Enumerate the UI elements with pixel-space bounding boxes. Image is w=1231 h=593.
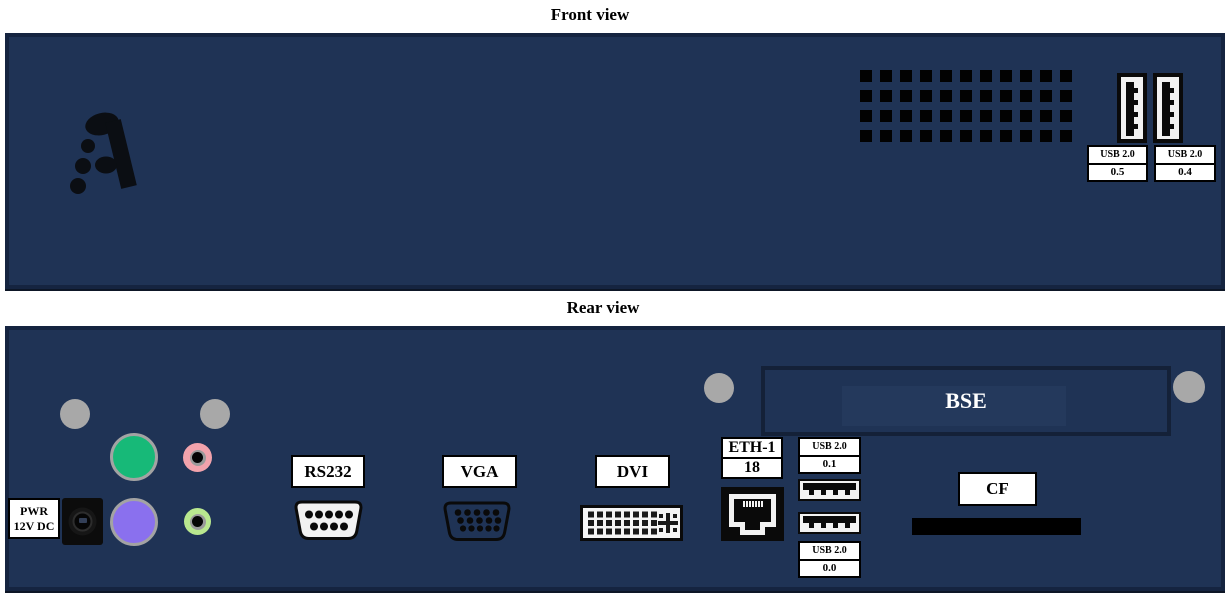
- vent-hole: [980, 70, 992, 82]
- eth-id-label: 18: [723, 457, 781, 477]
- vent-hole: [980, 110, 992, 122]
- power-label: PWR 12V DC: [8, 498, 60, 539]
- jack-hole: [192, 452, 203, 463]
- audio-jack-green-icon[interactable]: [110, 433, 158, 481]
- usb-type-label: USB 2.0: [1167, 149, 1203, 161]
- vent-hole: [880, 70, 892, 82]
- vent-hole: [940, 130, 952, 142]
- vent-hole: [920, 90, 932, 102]
- dvi-connector-icon[interactable]: [580, 505, 683, 541]
- vent-grid: [860, 70, 1072, 142]
- vent-hole: [980, 130, 992, 142]
- audio-jack-lime-icon[interactable]: [184, 508, 211, 535]
- vent-hole: [1020, 110, 1032, 122]
- usb-port-label[interactable]: USB 2.0 0.5: [1087, 145, 1148, 182]
- vent-hole: [880, 90, 892, 102]
- rj45-connector-icon[interactable]: [721, 487, 784, 541]
- vent-hole: [1020, 70, 1032, 82]
- usb-port-label[interactable]: USB 2.0 0.0: [798, 541, 861, 578]
- usb-port-icon[interactable]: [1117, 73, 1147, 143]
- vent-hole: [1060, 110, 1072, 122]
- power-jack-icon[interactable]: [62, 498, 103, 545]
- usb-port-icon[interactable]: [798, 479, 861, 501]
- power-label-line2: 12V DC: [13, 518, 55, 533]
- rear-view-title: Rear view: [566, 298, 640, 317]
- expansion-slot-label: BSE: [945, 388, 987, 413]
- vent-hole: [1000, 130, 1012, 142]
- jack-ring: [189, 513, 206, 530]
- vent-hole: [940, 70, 952, 82]
- usb-port-label[interactable]: USB 2.0 0.4: [1154, 145, 1216, 182]
- vent-hole: [960, 70, 972, 82]
- power-label-line1: PWR: [20, 503, 48, 518]
- vendor-logo-icon: [70, 112, 137, 194]
- usb-id-label: 0.4: [1156, 162, 1214, 181]
- screw-icon: [60, 399, 90, 429]
- cf-slot-label: CF: [958, 472, 1037, 506]
- vent-hole: [1060, 90, 1072, 102]
- vent-hole: [1040, 70, 1052, 82]
- rear-panel: PWR 12V DC RS232 VGA: [5, 326, 1225, 591]
- vent-hole: [900, 90, 912, 102]
- vent-hole: [860, 70, 872, 82]
- expansion-slot-plate: [842, 386, 1066, 426]
- usb-port-label[interactable]: USB 2.0 0.1: [798, 437, 861, 474]
- vent-hole: [1040, 90, 1052, 102]
- vent-hole: [900, 110, 912, 122]
- vent-hole: [860, 110, 872, 122]
- audio-jack-pink-icon[interactable]: [183, 443, 212, 472]
- screw-icon: [1173, 371, 1205, 403]
- vent-hole: [960, 110, 972, 122]
- serial-port-label: RS232: [291, 455, 365, 488]
- vent-hole: [880, 130, 892, 142]
- vent-hole: [900, 70, 912, 82]
- usb-type-label: USB 2.0: [1100, 149, 1135, 161]
- dvi-port-label: DVI: [595, 455, 670, 488]
- vent-hole: [900, 130, 912, 142]
- ethernet-port-label[interactable]: ETH-1 18: [721, 437, 783, 479]
- eth-type-label: ETH-1: [728, 439, 776, 456]
- vent-hole: [1040, 110, 1052, 122]
- vent-hole: [1040, 130, 1052, 142]
- vent-hole: [980, 90, 992, 102]
- usb-id-label: 0.0: [800, 558, 859, 577]
- vent-hole: [940, 110, 952, 122]
- usb-type-label: USB 2.0: [812, 545, 847, 557]
- vent-hole: [1000, 90, 1012, 102]
- usb-port-icon[interactable]: [1153, 73, 1183, 143]
- vent-hole: [960, 90, 972, 102]
- vent-hole: [860, 90, 872, 102]
- screw-icon: [704, 373, 734, 403]
- jack-hole: [192, 516, 203, 527]
- vent-hole: [920, 130, 932, 142]
- vga-port-label: VGA: [442, 455, 517, 488]
- vent-hole: [860, 130, 872, 142]
- front-view-title: Front view: [550, 5, 630, 24]
- vent-hole: [1000, 70, 1012, 82]
- vga-connector-icon[interactable]: [441, 499, 513, 543]
- usb-id-label: 0.1: [800, 454, 859, 473]
- vent-hole: [920, 110, 932, 122]
- vent-hole: [1060, 70, 1072, 82]
- vent-hole: [1020, 130, 1032, 142]
- vent-hole: [1000, 110, 1012, 122]
- audio-jack-purple-icon[interactable]: [110, 498, 158, 546]
- vent-hole: [880, 110, 892, 122]
- usb-port-icon[interactable]: [798, 512, 861, 534]
- expansion-slot[interactable]: BSE: [761, 366, 1171, 436]
- vent-hole: [1060, 130, 1072, 142]
- front-panel: USB 2.0 0.5 USB 2.0 0.4: [5, 33, 1225, 289]
- vent-hole: [960, 130, 972, 142]
- screw-icon: [200, 399, 230, 429]
- db9-connector-icon[interactable]: [293, 500, 364, 541]
- usb-id-label: 0.5: [1089, 162, 1146, 181]
- vent-hole: [940, 90, 952, 102]
- vent-hole: [920, 70, 932, 82]
- jack-ring: [189, 449, 206, 466]
- vent-hole: [1020, 90, 1032, 102]
- usb-type-label: USB 2.0: [812, 441, 847, 453]
- cf-slot-icon[interactable]: [912, 518, 1081, 535]
